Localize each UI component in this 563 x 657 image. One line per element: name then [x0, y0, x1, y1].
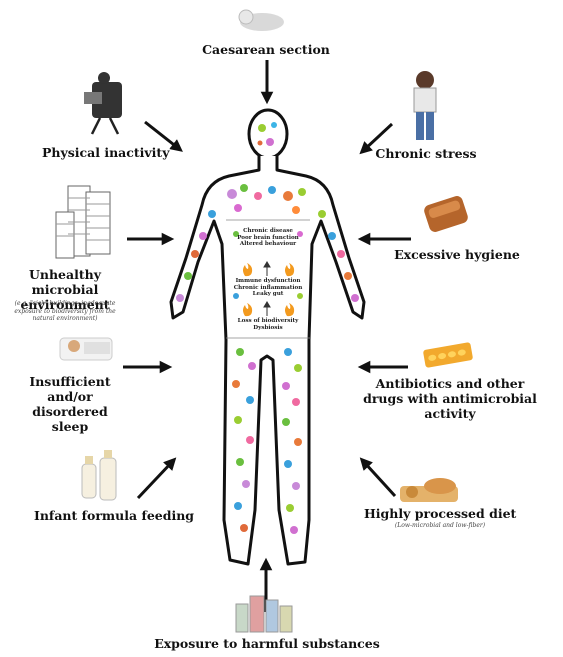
note-diet: (Low-microbial and low-fiber)	[388, 522, 492, 530]
label-chronic-stress: Chronic stress	[366, 146, 486, 161]
office-worker-icon	[84, 72, 122, 134]
pills-icon	[423, 342, 473, 368]
cascade-chronic-disease: Chronic disease	[226, 228, 310, 235]
cascade-loss-of-biodiversity: Loss of biodiversity	[226, 318, 310, 325]
label-physical-inactivity: Physical inactivity	[42, 145, 162, 160]
arrow-diet	[364, 462, 395, 496]
label-insufficient-sleep: Insufficient and/or disordered sleep	[12, 374, 128, 434]
label-highly-processed-diet: Highly processed diet	[364, 506, 514, 521]
label-excessive-hygiene: Excessive hygiene	[392, 247, 522, 262]
cascade-bottom: Loss of biodiversity Dysbiosis	[226, 318, 310, 331]
baby-icon	[239, 10, 284, 31]
cascade-altered-behaviour: Altered behaviour	[226, 241, 310, 248]
chemicals-icon	[236, 596, 292, 632]
soap-icon	[423, 195, 470, 234]
cascade-middle: Immune dysfunction Chronic inflammation …	[226, 278, 310, 298]
baby-bottles-icon	[82, 450, 116, 500]
cascade-poor-brain-function: Poor brain function	[226, 235, 310, 242]
human-body-outline	[171, 110, 364, 564]
buildings-icon	[56, 186, 110, 258]
cascade-chronic-inflammation: Chronic inflammation	[226, 285, 310, 292]
note-environment: (e.g.,"sick" buildings, inadequate expos…	[8, 300, 122, 323]
sleeping-man-icon	[60, 338, 112, 360]
label-infant-formula-feeding: Infant formula feeding	[34, 508, 184, 523]
cascade-dysbiosis: Dysbiosis	[226, 325, 310, 332]
label-antibiotics: Antibiotics and other drugs with antimic…	[360, 376, 540, 421]
arrow-formula	[138, 462, 172, 498]
cascade-top: Chronic disease Poor brain function Alte…	[226, 228, 310, 248]
label-caesarean-section: Caesarean section	[186, 42, 346, 57]
cascade-immune-dysfunction: Immune dysfunction	[226, 278, 310, 285]
processed-food-icon	[400, 478, 458, 502]
label-exposure-harmful-substances: Exposure to harmful substances	[150, 636, 384, 651]
cascade-leaky-gut: Leaky gut	[226, 291, 310, 298]
stressed-woman-icon	[414, 71, 436, 140]
